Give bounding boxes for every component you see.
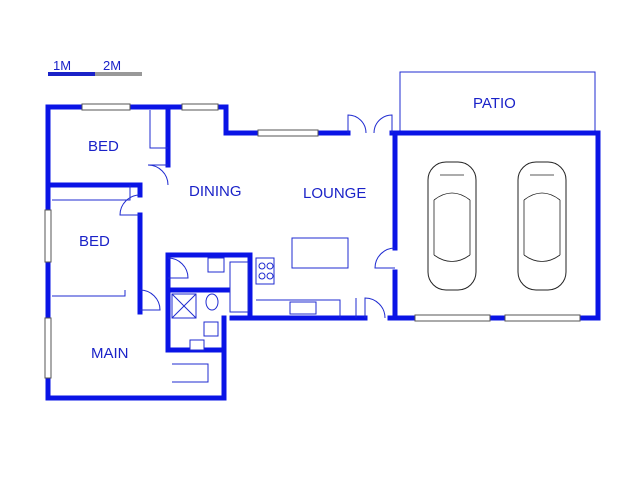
doors	[119, 114, 396, 319]
car-right	[517, 161, 567, 291]
scale-label-2m: 2M	[103, 58, 121, 73]
fixtures	[52, 110, 357, 383]
room-label-lounge: LOUNGE	[303, 185, 366, 202]
car-left	[427, 161, 477, 291]
room-label-patio: PATIO	[473, 95, 516, 112]
scale-label-1m: 1M	[53, 58, 71, 73]
room-label-main: MAIN	[91, 345, 129, 362]
interior-walls	[45, 104, 253, 401]
windows	[44, 103, 581, 379]
room-label-dining: DINING	[189, 183, 242, 200]
scale-bar: 1M 2M	[48, 58, 142, 76]
room-label-bed-1: BED	[88, 138, 119, 155]
patio-outline	[399, 71, 596, 133]
room-label-bed-2: BED	[79, 233, 110, 250]
